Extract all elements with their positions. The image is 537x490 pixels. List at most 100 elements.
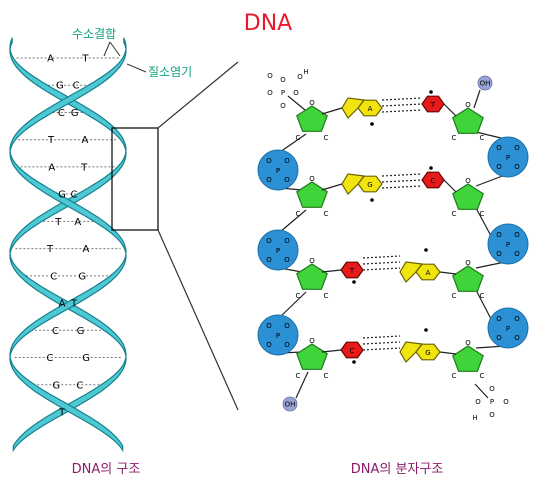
oxygen-atom: O [266, 341, 272, 349]
oxygen-atom: O [284, 322, 290, 330]
carbon-atom: C [296, 372, 301, 380]
helix-base-letter: A [82, 244, 89, 255]
backbone-bond [475, 261, 506, 269]
oxygen-atom: O [514, 315, 520, 323]
terminal-bond [295, 371, 309, 399]
glycosidic-bond [439, 351, 457, 355]
hydroxyl-label: OH [285, 401, 296, 409]
phosphorus-atom: P [276, 332, 280, 340]
carbon-atom: C [480, 134, 485, 142]
phosphorus-atom: P [506, 325, 510, 333]
carbon-atom: C [324, 292, 329, 300]
helix-base-letter: C [76, 380, 83, 391]
oxygen-atom: O [266, 176, 272, 184]
phosphorus-atom: P [506, 241, 510, 249]
carbon-atom: C [296, 134, 301, 142]
backbone-bond [279, 291, 307, 318]
atom-dot [424, 328, 428, 332]
helix-base-letter: A [82, 135, 89, 146]
terminal-oxygen: O [267, 72, 273, 80]
ring-oxygen-atom: O [465, 339, 471, 347]
helix-base-letter: T [81, 54, 89, 65]
pyrimidine-base-label: T [430, 101, 436, 109]
glycosidic-bond [321, 349, 342, 353]
terminal-bond [473, 89, 481, 109]
oxygen-atom: O [514, 231, 520, 239]
terminal-oxygen: O [280, 76, 286, 84]
terminal-oxygen: O [503, 398, 509, 406]
purine-base-label: G [425, 349, 430, 357]
terminal-oxygen: O [267, 89, 273, 97]
zoom-line-bottom [157, 229, 239, 411]
oxygen-atom: O [284, 176, 290, 184]
helix-strand-b [9, 37, 127, 453]
purine-base-label: A [368, 105, 373, 113]
glycosidic-bond [321, 107, 343, 115]
pyrimidine-base-label: C [431, 177, 436, 185]
hydrogen-bond-pointer [103, 41, 111, 57]
terminal-phosphorus: P [281, 89, 285, 97]
helix-base-letter: A [74, 217, 81, 228]
oxygen-atom: O [496, 231, 502, 239]
pyrimidine-base-label: C [350, 347, 355, 355]
terminal-hydrogen: H [472, 414, 477, 422]
deoxyribose-sugar [452, 265, 484, 292]
carbon-atom: C [324, 210, 329, 218]
terminal-oxygen: O [475, 398, 481, 406]
hydrogen-bond [362, 335, 401, 339]
ring-oxygen-atom: O [465, 259, 471, 267]
phosphate-group [487, 136, 529, 178]
atom-dot [424, 248, 428, 252]
oxygen-atom: O [266, 237, 272, 245]
purine-ring-large [415, 263, 441, 281]
deoxyribose-sugar [296, 343, 328, 370]
purine-base-label: G [367, 181, 372, 189]
deoxyribose-sugar [452, 345, 484, 372]
backbone-bond [475, 131, 506, 140]
carbon-atom: C [480, 292, 485, 300]
oxygen-atom: O [284, 341, 290, 349]
oxygen-atom: O [514, 163, 520, 171]
base-pair-rungs [14, 57, 122, 413]
base-pointer [126, 63, 147, 73]
atom-dot [352, 280, 356, 284]
helix-base-letter: G [52, 380, 60, 391]
hydroxyl-label: OH [480, 80, 491, 88]
helix-base-letter: C [71, 190, 78, 201]
helix-base-letter: T [80, 162, 88, 173]
carbon-atom: C [480, 210, 485, 218]
hydrogen-bond-label: 수소결합 [72, 27, 116, 41]
helix-base-letter: C [58, 108, 65, 119]
hydrogen-bond [381, 97, 423, 101]
oxygen-atom: O [284, 256, 290, 264]
helix-base-letter: G [82, 353, 90, 364]
ring-oxygen-atom: O [309, 257, 315, 265]
phosphate-group [487, 223, 529, 265]
helix-base-letter: T [58, 408, 66, 419]
helix-base-letter: A [47, 54, 54, 65]
phosphate-group [257, 149, 299, 191]
hydrogen-bond [381, 109, 423, 113]
terminal-oxygen: O [489, 385, 495, 393]
terminal-hydrogen: H [303, 68, 308, 76]
helix-base-letter: T [70, 299, 78, 310]
hydrogen-bond [362, 341, 401, 345]
purine-ring-large [357, 175, 383, 193]
deoxyribose-sugar [296, 263, 328, 290]
terminal-oxygen: O [293, 89, 299, 97]
hydrogen-bond [381, 173, 423, 177]
terminal-phosphorus: P [490, 398, 494, 406]
ring-oxygen-atom: O [465, 101, 471, 109]
helix-base-letter: T [47, 135, 55, 146]
backbone-bond [279, 133, 307, 153]
deoxyribose-sugar [296, 105, 328, 132]
helix-strands [9, 37, 127, 453]
helix-base-letter: G [56, 81, 64, 92]
base-label: 질소염기 [148, 65, 192, 79]
atom-dot [370, 122, 374, 126]
glycosidic-bond [321, 183, 343, 191]
hydrogen-bond [381, 185, 423, 189]
ring-oxygen-atom: O [309, 99, 315, 107]
helix-base-letter: C [52, 326, 59, 337]
terminal-phosphate-bond [287, 95, 306, 111]
